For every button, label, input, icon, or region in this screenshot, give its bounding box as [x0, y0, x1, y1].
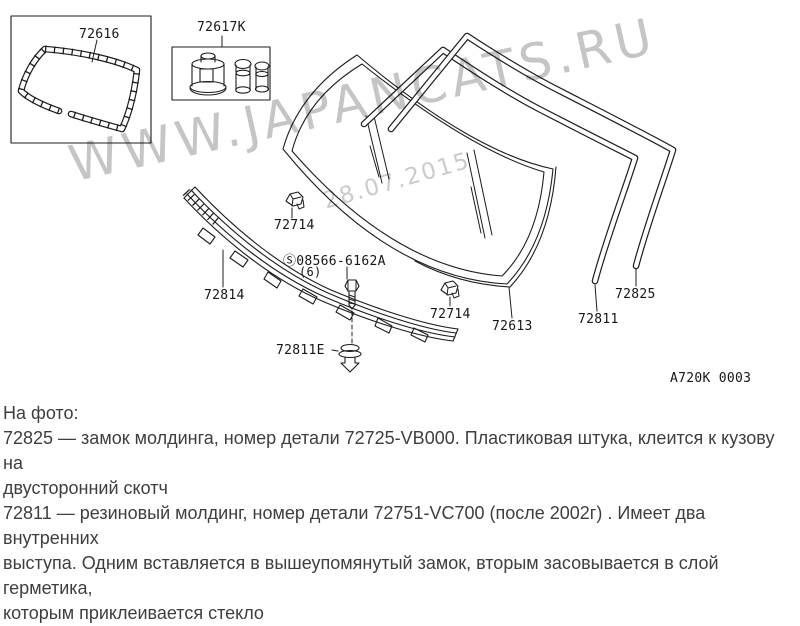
- part-label-72714-right: 72714: [430, 307, 471, 322]
- inset-box-72616: [10, 15, 152, 144]
- description-line: двусторонний скотч: [3, 478, 168, 498]
- description-line: На фото:: [3, 403, 79, 423]
- drawing-code: A720K 0003: [670, 371, 752, 386]
- part-label-72613: 72613: [492, 319, 533, 334]
- inset-box-72617k: [171, 46, 271, 101]
- part-label-screw-number: Ⓢ08566-6162A: [283, 254, 386, 269]
- glass-reflection-lines: [365, 111, 493, 239]
- windshield-glass: [282, 54, 557, 288]
- grommet-large-icon: [189, 52, 227, 96]
- leader-lines: [91, 35, 637, 352]
- part-label-72616: 72616: [79, 27, 120, 42]
- part-label-72811: 72811: [578, 312, 619, 327]
- part-label-72814: 72814: [204, 288, 245, 303]
- part-label-screw-qty: (6): [299, 265, 322, 279]
- description-line: которым приклеивается стекло: [3, 603, 264, 623]
- molding-frame-inner-72811: [360, 46, 639, 285]
- lower-strip-72814: [182, 186, 459, 343]
- description: На фото: 72825 — замок молдинга, номер д…: [3, 401, 797, 626]
- screw-08566-icon: [344, 279, 360, 344]
- molding-frame-outer-72825: [387, 32, 677, 270]
- part-label-72617k: 72617K: [197, 20, 246, 35]
- description-line: 72825 — замок молдинга, номер детали 727…: [3, 428, 775, 473]
- description-line: выступа. Одним вставляется в вышеупомяну…: [3, 553, 719, 598]
- fastener-72811e-icon: [338, 343, 362, 373]
- part-label-72811e: 72811E: [276, 343, 325, 358]
- clip-72714-right-icon: [440, 280, 460, 299]
- grommet-middle-icon: [234, 58, 252, 94]
- line-art: [10, 15, 677, 373]
- description-line: 72811 — резиновый молдинг, номер детали …: [3, 503, 706, 548]
- grommet-right-icon: [254, 61, 270, 93]
- part-label-72714-left: 72714: [274, 218, 315, 233]
- part-label-72825: 72825: [615, 287, 656, 302]
- clip-72714-left-icon: [285, 191, 305, 210]
